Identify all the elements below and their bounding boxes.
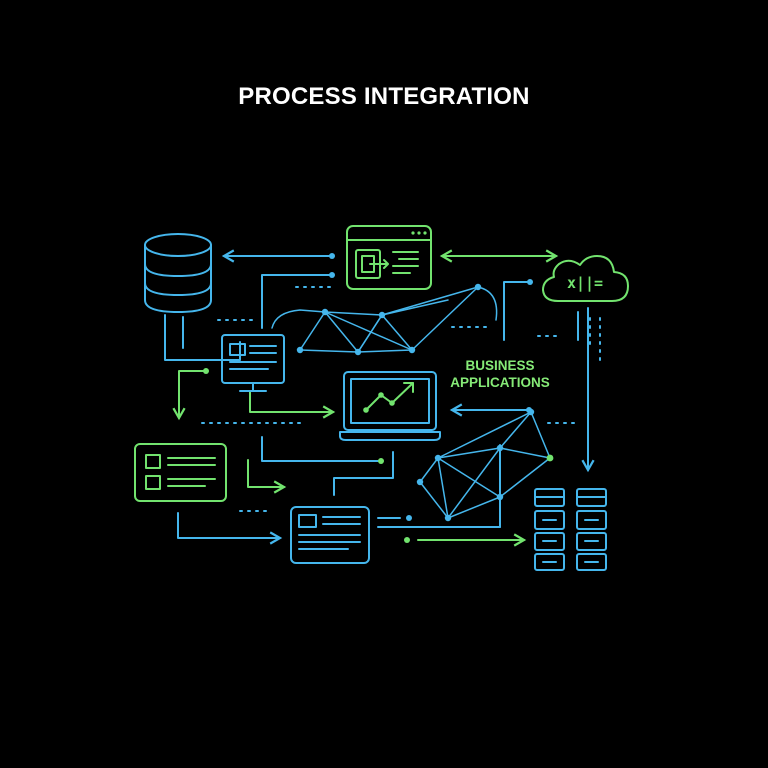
- business-label-line1: BUSINESS: [465, 358, 534, 373]
- laptop-chart-icon: [339, 371, 441, 441]
- connectors: [164, 249, 601, 547]
- network-graph-right: [416, 408, 554, 522]
- monitor-icon: [221, 334, 285, 392]
- business-label-line2: APPLICATIONS: [450, 375, 550, 390]
- arrow-monitor-to-form: [172, 370, 205, 421]
- database-icon: [144, 233, 212, 313]
- line-window-monitor: [261, 274, 331, 329]
- arrow-form-to-document: [177, 512, 283, 545]
- arrow-to-document: [247, 459, 287, 494]
- cloud-label: x||=: [567, 274, 603, 293]
- arrow-monitor-to-laptop: [249, 391, 336, 419]
- cloud-icon: [542, 255, 629, 302]
- network-graph-top: [271, 283, 498, 356]
- server-rack-icon: [534, 488, 607, 571]
- form-checklist-icon: [134, 443, 227, 502]
- diagram-title: PROCESS INTEGRATION: [238, 83, 530, 110]
- browser-window-icon: [346, 225, 432, 290]
- document-panel-icon: [290, 506, 370, 564]
